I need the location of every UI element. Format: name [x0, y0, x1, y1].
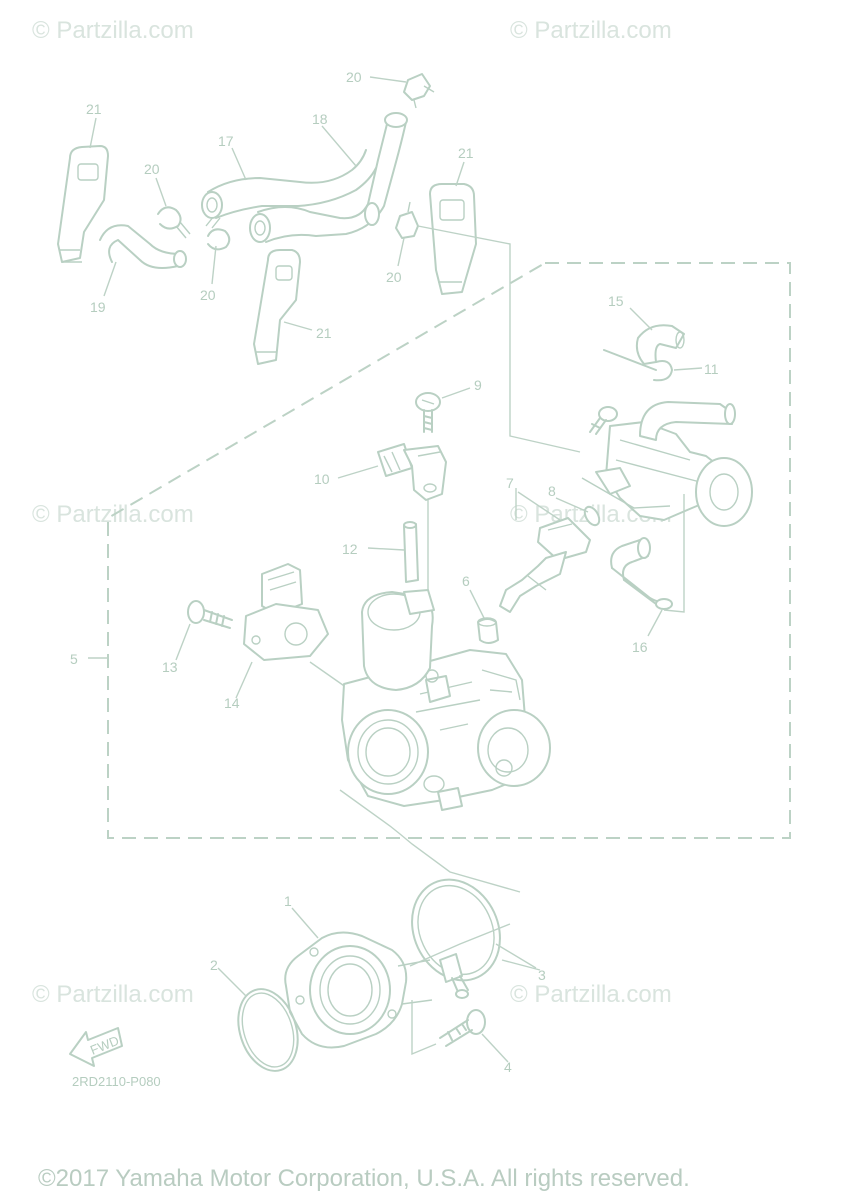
leader-20-top — [369, 76, 407, 83]
callout-17: 17 — [218, 133, 234, 149]
callout-8: 8 — [548, 483, 556, 499]
o-ring-8 — [583, 505, 601, 527]
leader-2 — [217, 967, 247, 997]
clip-20-right — [395, 201, 419, 239]
leader-11 — [673, 367, 703, 371]
bypass-valve — [581, 401, 753, 527]
callout-5: 5 — [70, 651, 78, 667]
leader-8 — [555, 497, 589, 513]
injector-7 — [499, 517, 591, 613]
leader-21-left — [89, 117, 97, 149]
clip-20-lower-left — [205, 215, 231, 251]
joint-1 — [284, 931, 433, 1049]
callout-16: 16 — [632, 639, 648, 655]
callout-numbers: 21 20 17 18 20 21 19 20 20 21 15 11 9 10… — [70, 69, 719, 1075]
diagram-code: 2RD2110-P080 — [72, 1074, 161, 1089]
pin-12 — [403, 521, 419, 583]
callout-20-upper-left: 20 — [144, 161, 160, 177]
watermark-top-left: © Partzilla.com — [32, 17, 194, 44]
callout-19: 19 — [90, 299, 106, 315]
assembly-boundary — [107, 262, 791, 839]
callout-20-top: 20 — [346, 69, 362, 85]
leader-21-lower — [283, 321, 313, 331]
hose-19 — [99, 224, 187, 269]
screw-bypass — [589, 406, 618, 435]
callout-21-lower: 21 — [316, 325, 332, 341]
leader-17 — [231, 147, 247, 181]
callout-3: 3 — [538, 967, 546, 983]
callout-1: 1 — [284, 893, 292, 909]
leader-4 — [481, 1033, 509, 1063]
callout-21-right: 21 — [458, 145, 474, 161]
leader-6 — [469, 589, 485, 619]
hose-17 — [201, 149, 377, 219]
watermark-bottom-right: © Partzilla.com — [510, 981, 672, 1008]
leader-20-upper-left — [155, 177, 167, 207]
leader-15 — [629, 307, 653, 331]
fwd-arrow-icon: FWD — [69, 1027, 123, 1067]
callout-20-right: 20 — [386, 269, 402, 285]
screw-9 — [415, 392, 441, 433]
collar-6 — [477, 617, 499, 644]
callout-7: 7 — [506, 475, 514, 491]
callout-10: 10 — [314, 471, 330, 487]
leader-3-pointer — [501, 959, 541, 971]
watermark-top-right: © Partzilla.com — [510, 17, 672, 44]
screw-13 — [187, 600, 233, 629]
leader-16 — [647, 609, 663, 637]
clip-20-top — [403, 73, 435, 109]
sensor-14 — [243, 563, 329, 661]
leader-9 — [441, 387, 471, 399]
leader-7 — [517, 491, 561, 521]
copyright-text: ©2017 Yamaha Motor Corporation, U.S.A. A… — [38, 1165, 690, 1192]
leader-13 — [175, 623, 191, 661]
callout-20-lower-left: 20 — [200, 287, 216, 303]
leader-19 — [103, 261, 117, 297]
callout-6: 6 — [462, 573, 470, 589]
hose-16 — [610, 537, 673, 610]
bolt-4 — [439, 1009, 486, 1047]
clip-20-upper-left — [157, 206, 191, 239]
callout-12: 12 — [342, 541, 358, 557]
leader-4-bracket — [411, 1000, 437, 1056]
leader-1 — [291, 907, 319, 939]
callout-11: 11 — [704, 361, 719, 377]
callout-4: 4 — [504, 1059, 512, 1075]
hose-15 — [635, 324, 685, 365]
leader-20-right — [397, 237, 405, 267]
clamp-11 — [603, 349, 673, 382]
leader-18 — [321, 125, 357, 167]
watermark-bottom-left: © Partzilla.com — [32, 981, 194, 1008]
hose-18 — [249, 112, 408, 243]
bracket-21-left — [57, 145, 109, 263]
bracket-21-right — [429, 183, 477, 295]
leader-10 — [337, 465, 379, 479]
connector-line-lower — [339, 789, 521, 893]
callout-14: 14 — [224, 695, 240, 711]
o-ring-2 — [237, 988, 299, 1072]
leader-14 — [235, 661, 253, 699]
callout-18: 18 — [312, 111, 328, 127]
callout-13: 13 — [162, 659, 178, 675]
callout-21-left: 21 — [86, 101, 102, 117]
callout-15: 15 — [608, 293, 624, 309]
callout-2: 2 — [210, 957, 218, 973]
callout-9: 9 — [474, 377, 482, 393]
leader-12 — [367, 547, 405, 551]
leader-16-bracket — [663, 494, 685, 613]
connector-line-upper — [417, 225, 581, 453]
sensor-10 — [377, 443, 447, 501]
clamp-3 — [411, 878, 501, 999]
leader-21-right — [455, 161, 465, 187]
leader-3 — [409, 923, 537, 969]
bracket-21-lower — [253, 249, 301, 365]
leader-20-lower-left — [211, 245, 217, 285]
throttle-body — [341, 589, 551, 811]
